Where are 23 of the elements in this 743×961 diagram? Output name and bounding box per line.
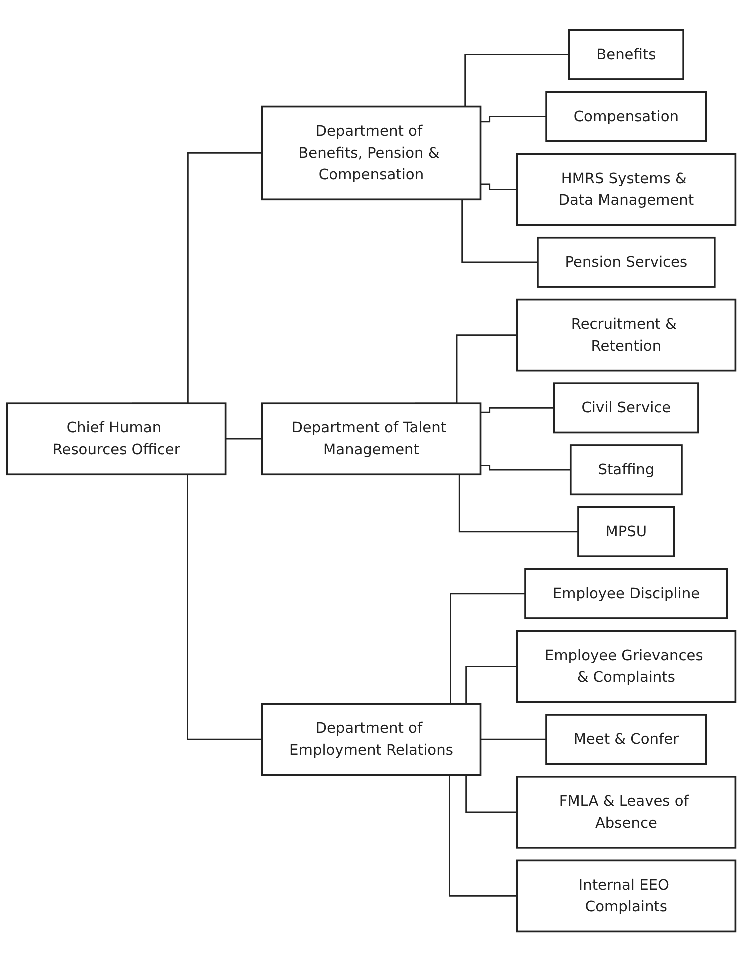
connector (480, 738, 546, 740)
connector (480, 183, 518, 190)
node-box: FMLA & Leaves of Absence (516, 776, 737, 848)
connector (480, 464, 571, 470)
node-box: Compensation (546, 90, 708, 142)
node-box: Employee Grievances & Complaints (516, 630, 737, 703)
node-box: Department of Employment Relations (261, 702, 482, 776)
node-box: Recruitment & Retention (516, 298, 737, 372)
node-box: Employee Discipline (524, 568, 728, 619)
node-box: Department of Benefits, Pension & Compensation (261, 105, 482, 200)
node-box: Internal EEO Complaints (516, 859, 737, 932)
node-box: Civil Service (554, 382, 700, 434)
node-box: Benefits (568, 28, 684, 80)
node-box: Department of Talent Management (261, 402, 482, 476)
connector (480, 116, 547, 122)
node-box: MPSU (578, 506, 676, 557)
node-box: Chief Human Resources Officer (6, 402, 227, 476)
node-box: Meet & Confer (546, 714, 708, 765)
node-box: Staffing (570, 444, 683, 496)
connector (226, 438, 262, 440)
node-box: HMRS Systems & Data Management (516, 152, 737, 226)
connector (480, 406, 554, 413)
node-box: Pension Services (537, 236, 716, 288)
